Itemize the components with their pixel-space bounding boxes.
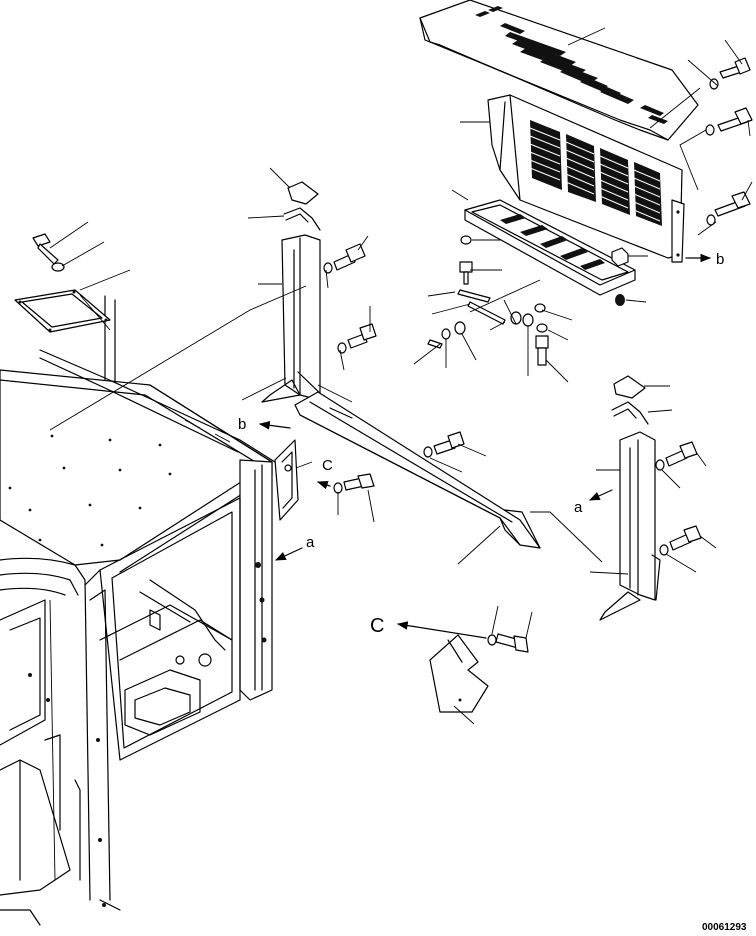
label-c-big: C: [370, 615, 384, 637]
cross-beam: [295, 392, 540, 548]
gusset-plate: [275, 440, 298, 520]
hex-nut: [612, 248, 628, 306]
clip: [284, 208, 320, 230]
bolt-beam: [424, 432, 464, 457]
bolt-post-upper: [324, 244, 365, 273]
bolt-c-small: [296, 462, 374, 522]
seal-ring-right: [614, 376, 645, 398]
inspection-cover-plate: [15, 290, 110, 332]
bolt-group-right: [706, 58, 752, 225]
clip-right: [612, 402, 648, 424]
label-b-left: b: [238, 416, 246, 433]
plate-c-detail: [430, 635, 488, 724]
label-b-top: b: [716, 251, 724, 268]
bolt-post-lower: [338, 324, 376, 353]
leader-lines-center: [414, 190, 648, 382]
bolt-post-right-upper: [656, 442, 697, 470]
vertical-post-left: [262, 235, 325, 402]
vertical-post-right: [600, 432, 660, 620]
leader-lines-post-right: [590, 386, 716, 574]
perforated-tray: [465, 200, 635, 295]
panel-bracket: [672, 200, 684, 262]
drawing-code: 00061293: [702, 922, 747, 933]
washer: [52, 263, 64, 271]
leader-lines-left: [50, 222, 130, 330]
bolt-post-right-lower: [660, 526, 701, 555]
leader-lines-beam: [430, 444, 602, 564]
top-grille-cover: [420, 0, 698, 140]
seal-ring: [288, 182, 318, 204]
bolt-c-large: [488, 606, 532, 652]
leader-lines-post: [50, 168, 370, 430]
louver-panel: [488, 95, 682, 258]
hex-bolt: [33, 234, 58, 264]
label-c-left: C: [322, 457, 333, 474]
leader-lines-top-right: [460, 28, 752, 235]
reference-arrows: [258, 253, 712, 638]
label-a-right: a: [574, 499, 583, 516]
label-a-left: a: [306, 534, 315, 551]
cab-frame: [0, 296, 275, 925]
